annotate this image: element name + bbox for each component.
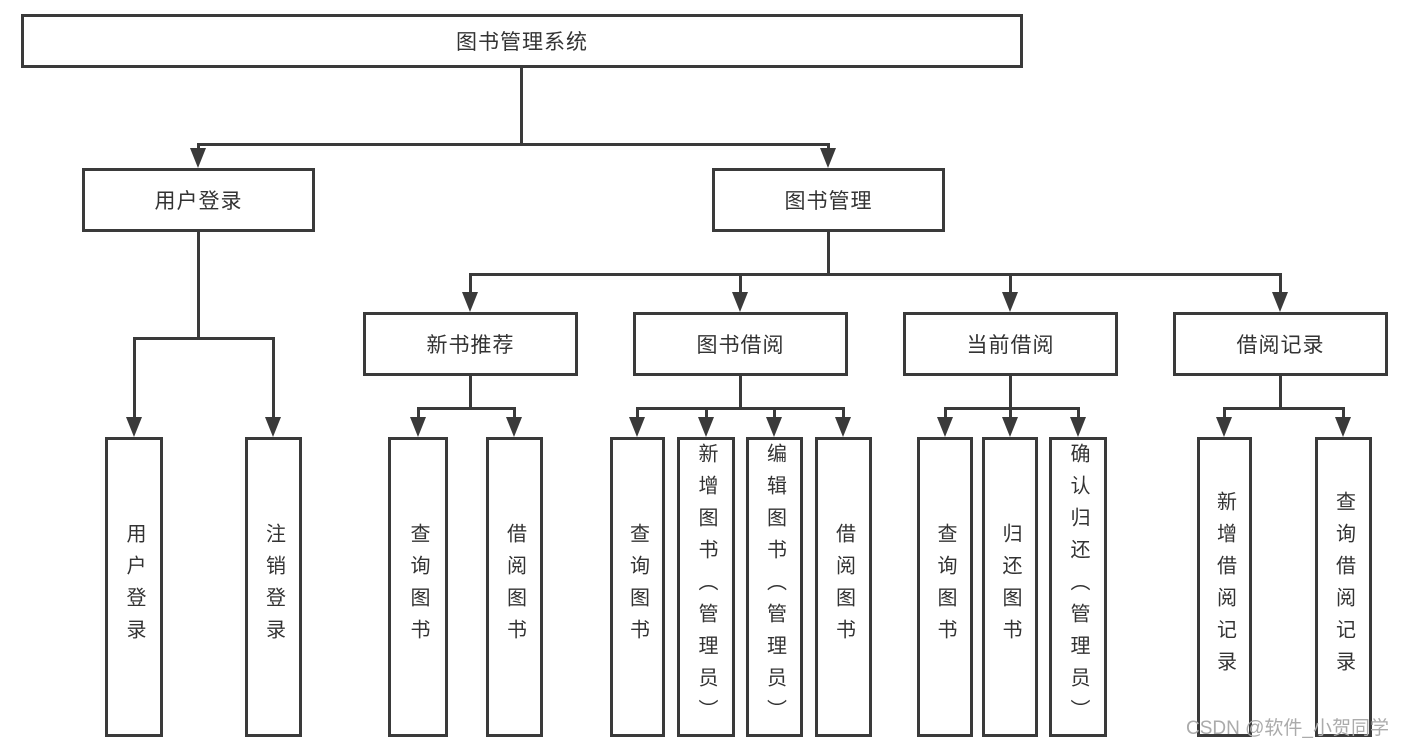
connector-line bbox=[636, 407, 845, 410]
connector-line bbox=[469, 273, 1282, 276]
connector-line bbox=[1009, 407, 1012, 423]
arrow-down-icon bbox=[1335, 417, 1351, 437]
connector-line bbox=[1009, 273, 1012, 298]
arrow-down-icon bbox=[1272, 292, 1288, 312]
leaf-label: 注销登录 bbox=[262, 523, 285, 651]
leaf-label: 查询借阅记录 bbox=[1332, 491, 1355, 683]
leaf-borrow-books: 借阅图书 bbox=[815, 437, 872, 737]
node-label: 图书借阅 bbox=[696, 334, 785, 357]
connector-line bbox=[1342, 407, 1345, 423]
arrow-down-icon bbox=[732, 292, 748, 312]
node-current-borrowing: 当前借阅 bbox=[903, 312, 1118, 376]
arrow-down-icon bbox=[937, 417, 953, 437]
connector-line bbox=[469, 273, 472, 298]
arrow-down-icon bbox=[410, 417, 426, 437]
connector-line bbox=[469, 376, 472, 410]
leaf-label: 编辑图书（管理员） bbox=[763, 443, 786, 731]
leaf-label: 查询图书 bbox=[934, 523, 956, 651]
leaf-user-login: 用户登录 bbox=[105, 437, 163, 737]
connector-line bbox=[417, 407, 420, 423]
leaf-label: 借阅图书 bbox=[503, 523, 526, 651]
connector-line bbox=[197, 232, 200, 340]
leaf-return-books: 归还图书 bbox=[982, 437, 1038, 737]
csdn-watermark: CSDN @软件_小贺同学 bbox=[1186, 718, 1389, 739]
leaf-edit-book-admin: 编辑图书（管理员） bbox=[746, 437, 803, 737]
connector-line bbox=[842, 407, 845, 423]
node-book-borrowing: 图书借阅 bbox=[633, 312, 848, 376]
node-label: 图书管理系统 bbox=[456, 31, 588, 54]
node-user-login: 用户登录 bbox=[82, 168, 315, 232]
node-label: 当前借阅 bbox=[966, 334, 1055, 357]
arrow-down-icon bbox=[126, 417, 142, 437]
connector-line bbox=[272, 337, 275, 423]
arrow-down-icon bbox=[835, 417, 851, 437]
connector-line bbox=[739, 376, 742, 410]
arrow-down-icon bbox=[265, 417, 281, 437]
connector-line bbox=[1223, 407, 1345, 410]
connector-line bbox=[197, 143, 830, 146]
connector-line bbox=[1223, 407, 1226, 423]
leaf-query-books-current: 查询图书 bbox=[917, 437, 973, 737]
arrow-down-icon bbox=[820, 148, 836, 168]
leaf-label: 查询图书 bbox=[407, 523, 429, 651]
arrow-down-icon bbox=[190, 148, 206, 168]
arrow-down-icon bbox=[629, 417, 645, 437]
connector-line bbox=[417, 407, 516, 410]
leaf-confirm-return-admin: 确认归还（管理员） bbox=[1049, 437, 1107, 737]
connector-line bbox=[773, 407, 776, 423]
arrow-down-icon bbox=[766, 417, 782, 437]
connector-line bbox=[1279, 376, 1282, 410]
connector-line bbox=[133, 337, 136, 423]
arrow-down-icon bbox=[1002, 417, 1018, 437]
connector-line bbox=[944, 407, 947, 423]
node-book-management: 图书管理 bbox=[712, 168, 945, 232]
connector-line bbox=[1279, 273, 1282, 298]
node-label: 图书管理 bbox=[784, 190, 873, 213]
leaf-query-borrow-record: 查询借阅记录 bbox=[1315, 437, 1372, 737]
node-borrowing-records: 借阅记录 bbox=[1173, 312, 1388, 376]
leaf-label: 新增借阅记录 bbox=[1213, 491, 1236, 683]
connector-line bbox=[520, 68, 523, 146]
node-label: 新书推荐 bbox=[426, 334, 515, 357]
connector-line bbox=[827, 232, 830, 276]
leaf-add-book-admin: 新增图书（管理员） bbox=[677, 437, 735, 737]
leaf-logout: 注销登录 bbox=[245, 437, 302, 737]
node-label: 用户登录 bbox=[154, 190, 243, 213]
node-new-book-recommendation: 新书推荐 bbox=[363, 312, 578, 376]
leaf-query-books-borrowing: 查询图书 bbox=[610, 437, 665, 737]
leaf-label: 新增图书（管理员） bbox=[695, 443, 717, 731]
arrow-down-icon bbox=[1216, 417, 1232, 437]
leaf-query-books-recommend: 查询图书 bbox=[388, 437, 448, 737]
connector-line bbox=[513, 407, 516, 423]
leaf-label: 确认归还（管理员） bbox=[1067, 443, 1089, 731]
leaf-label: 查询图书 bbox=[626, 523, 649, 651]
connector-line bbox=[739, 273, 742, 298]
connector-line bbox=[1077, 407, 1080, 423]
leaf-label: 借阅图书 bbox=[832, 523, 855, 651]
arrow-down-icon bbox=[1070, 417, 1086, 437]
connector-line bbox=[1009, 376, 1012, 410]
arrow-down-icon bbox=[1002, 292, 1018, 312]
leaf-label: 归还图书 bbox=[999, 523, 1021, 651]
connector-line bbox=[636, 407, 639, 423]
leaf-label: 用户登录 bbox=[123, 523, 145, 651]
arrow-down-icon bbox=[462, 292, 478, 312]
connector-line bbox=[133, 337, 274, 340]
connector-line bbox=[705, 407, 708, 423]
arrow-down-icon bbox=[698, 417, 714, 437]
leaf-add-borrow-record: 新增借阅记录 bbox=[1197, 437, 1252, 737]
node-library-management-system: 图书管理系统 bbox=[21, 14, 1023, 68]
arrow-down-icon bbox=[506, 417, 522, 437]
node-label: 借阅记录 bbox=[1236, 334, 1325, 357]
leaf-borrow-books-recommend: 借阅图书 bbox=[486, 437, 543, 737]
